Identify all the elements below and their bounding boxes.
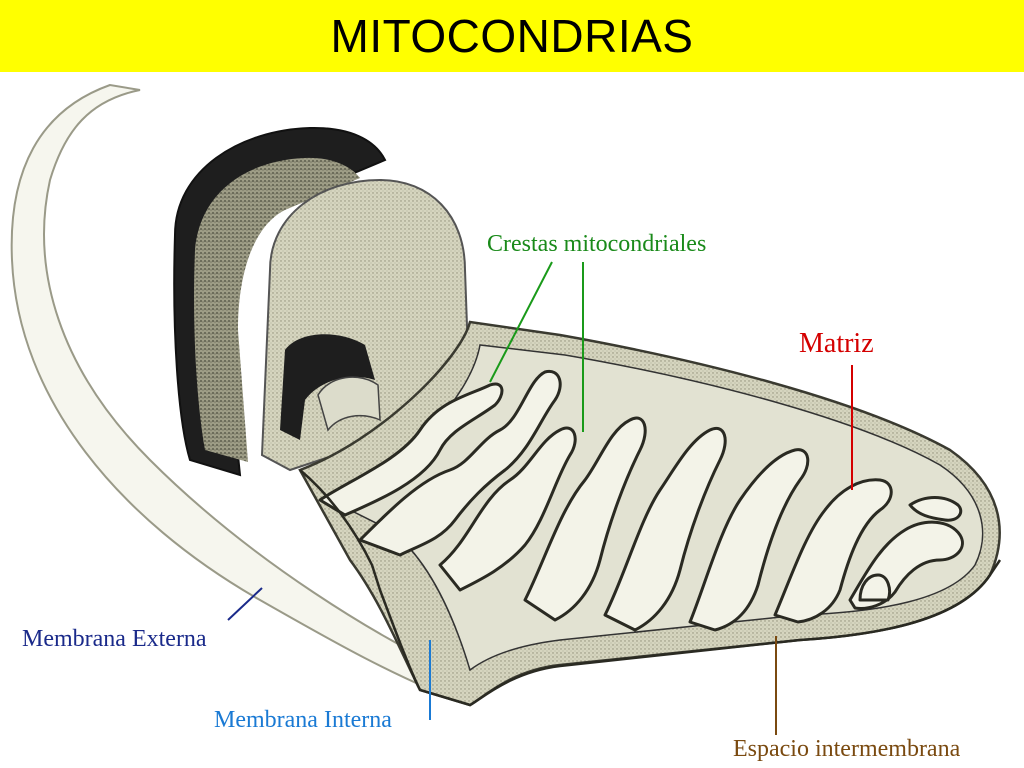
crestas-pointer-1 xyxy=(489,261,553,383)
mitochondria-illustration xyxy=(10,83,1002,735)
membrana-externa-label: Membrana Externa xyxy=(22,626,207,652)
membrana-interna-label: Membrana Interna xyxy=(214,707,392,733)
externa-pointer xyxy=(227,587,263,621)
crestas-label: Crestas mitocondriales xyxy=(487,231,707,257)
matriz-label: Matriz xyxy=(799,328,874,359)
cristae xyxy=(318,369,964,632)
front-edge xyxy=(299,469,1002,707)
page-title: MITOCONDRIAS xyxy=(330,10,694,62)
espacio-intermembrana-label: Espacio intermembrana xyxy=(733,736,961,762)
title-bar: MITOCONDRIAS xyxy=(0,0,1024,72)
mitochondria-figure xyxy=(0,72,1024,768)
